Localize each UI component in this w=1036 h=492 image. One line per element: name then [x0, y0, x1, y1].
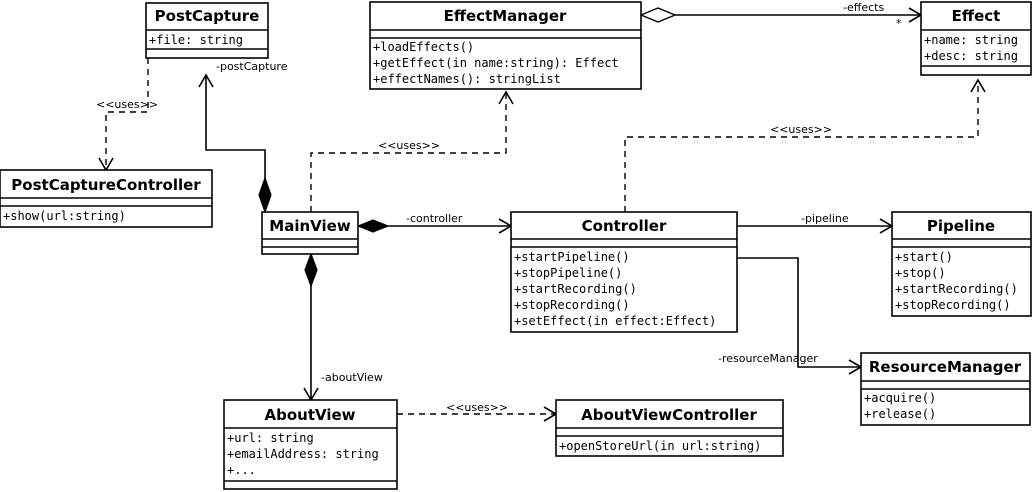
dependency-aboutview-controller: <<uses>> — [397, 401, 558, 422]
operation: +openStoreUrl(in url:string) — [559, 439, 761, 453]
operation: +stop() — [895, 266, 946, 280]
role-effects: -effects — [843, 1, 884, 14]
class-pipeline[interactable]: Pipeline +start() +stop() +startRecordin… — [891, 211, 1032, 317]
attribute: +... — [227, 463, 256, 477]
operation: +setEffect(in effect:Effect) — [514, 314, 716, 328]
class-aboutview[interactable]: AboutView +url: string +emailAddress: st… — [223, 399, 398, 490]
class-name: Controller — [582, 217, 667, 235]
class-name: PostCapture — [155, 7, 260, 25]
uses-label-postcapture: <<uses>> — [96, 98, 158, 111]
uses-label-effect: <<uses>> — [770, 123, 832, 136]
operation: +acquire() — [864, 391, 936, 405]
uses-label-effectmanager: <<uses>> — [378, 139, 440, 152]
class-aboutviewcontroller[interactable]: AboutViewController +openStoreUrl(in url… — [555, 399, 784, 457]
class-name: Pipeline — [927, 217, 995, 235]
role-resourcemanager: -resourceManager — [718, 352, 818, 365]
class-name: MainView — [269, 217, 351, 235]
role-postcapture: -postCapture — [216, 60, 288, 73]
operation: +release() — [864, 407, 936, 421]
class-resourcemanager[interactable]: ResourceManager +acquire() +release() — [860, 352, 1031, 426]
attribute: +emailAddress: string — [227, 447, 379, 461]
class-mainview[interactable]: MainView — [261, 211, 359, 255]
operation: +show(url:string) — [3, 209, 126, 223]
uses-label-aboutviewcontroller: <<uses>> — [446, 401, 508, 414]
class-postcapturecontroller[interactable]: PostCaptureController +show(url:string) — [0, 169, 213, 228]
multiplicity-effects: * — [896, 17, 902, 30]
operation: +loadEffects() — [373, 40, 474, 54]
association-controller-pipeline: -pipeline — [737, 212, 894, 234]
operation: +effectNames(): stringList — [373, 72, 561, 86]
composition-mainview-postcapture: -postCapture — [198, 60, 288, 214]
composition-mainview-aboutview: -aboutView — [303, 252, 383, 402]
class-name: AboutView — [264, 406, 355, 424]
dependency-mainview-effectmanager: <<uses>> — [310, 90, 514, 212]
dependency-postcapture-controller: <<uses>> — [96, 58, 158, 172]
operation: +startRecording() — [514, 282, 637, 296]
class-name: PostCaptureController — [11, 176, 201, 194]
operation: +start() — [895, 250, 953, 264]
attribute: +url: string — [227, 431, 314, 445]
role-controller: -controller — [406, 212, 463, 225]
composition-mainview-controller: -controller — [356, 212, 513, 234]
aggregation-effectmanager-effect: -effects * — [639, 1, 923, 30]
operation: +startRecording() — [895, 282, 1018, 296]
role-aboutview: -aboutView — [321, 371, 383, 384]
operation: +getEffect(in name:string): Effect — [373, 56, 619, 70]
class-controller[interactable]: Controller +startPipeline() +stopPipelin… — [510, 211, 738, 333]
dependency-controller-effect: <<uses>> — [624, 78, 986, 212]
attribute: +file: string — [149, 33, 243, 47]
class-name: EffectManager — [444, 7, 567, 25]
class-name: AboutViewController — [581, 406, 757, 424]
class-effectmanager[interactable]: EffectManager +loadEffects() +getEffect(… — [369, 1, 642, 90]
class-name: Effect — [952, 7, 1001, 25]
attribute: +name: string — [924, 33, 1018, 47]
attribute: +desc: string — [924, 49, 1018, 63]
class-postcapture[interactable]: PostCapture +file: string — [145, 2, 269, 59]
association-controller-resourcemanager: -resourceManager — [718, 257, 863, 375]
operation: +stopRecording() — [895, 298, 1011, 312]
class-name: ResourceManager — [869, 358, 1022, 376]
class-effect[interactable]: Effect +name: string +desc: string — [920, 1, 1032, 76]
operation: +stopRecording() — [514, 298, 630, 312]
operation: +startPipeline() — [514, 250, 630, 264]
role-pipeline: -pipeline — [801, 212, 849, 225]
operation: +stopPipeline() — [514, 266, 622, 280]
